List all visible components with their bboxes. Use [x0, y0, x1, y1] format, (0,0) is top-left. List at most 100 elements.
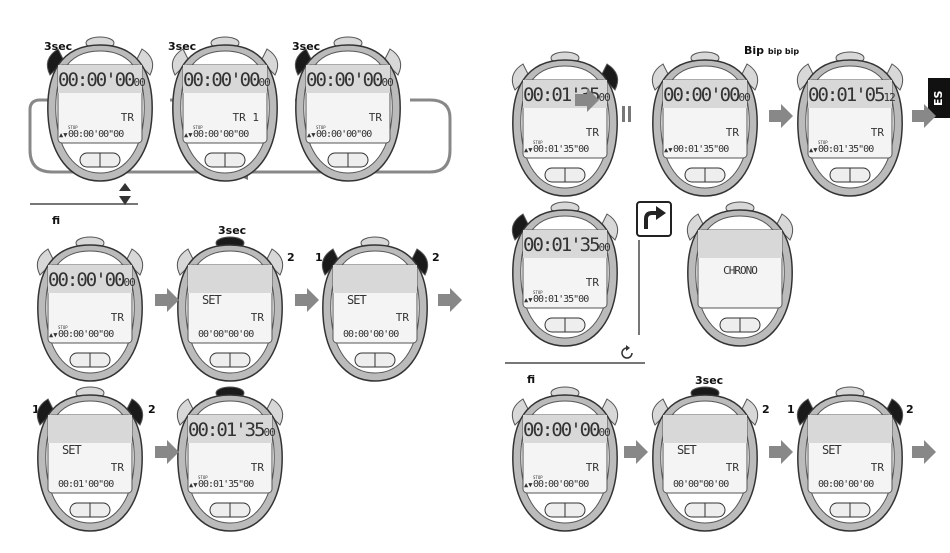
- target-time: 00:00'00"00: [316, 129, 372, 140]
- arrow-icon: ▲▼: [524, 296, 533, 304]
- set-label: SET: [677, 443, 697, 457]
- mode-label: TR 1: [232, 111, 260, 124]
- three-sec-label-5: 3sec: [695, 374, 724, 387]
- right-arrow-icon: [155, 288, 179, 312]
- three-sec-label-1: 3sec: [44, 40, 73, 53]
- set-label: SET: [347, 293, 367, 307]
- stop-label: STOP: [68, 125, 78, 130]
- three-sec-label-3: 3sec: [292, 40, 321, 53]
- chrono-label: CHRONO: [723, 264, 758, 277]
- mode-label: TR: [585, 276, 599, 289]
- main-time: 00:00'0000: [523, 419, 611, 441]
- set-label: SET: [62, 443, 82, 457]
- three-sec-label-2: 3sec: [168, 40, 197, 53]
- mode-label: TR: [110, 461, 124, 474]
- main-time: 00:00'0000: [183, 69, 271, 91]
- bip-label: Bip bip bip: [744, 44, 800, 57]
- target-time: 00'00"00'00: [673, 479, 729, 490]
- mode-label: TR: [725, 461, 739, 474]
- target-time: 00'00"00'00: [198, 329, 254, 340]
- btn-label-2d: 2: [762, 403, 770, 416]
- mode-label: TR: [250, 311, 264, 324]
- reset-icon: [621, 345, 633, 359]
- target-time: 00:01'35"00: [818, 144, 874, 155]
- arrow-icon: ▲▼: [524, 481, 533, 489]
- stop-label: STOP: [198, 475, 208, 480]
- right-arrow-icon: [575, 88, 599, 112]
- mode-label: TR: [120, 111, 134, 124]
- btn-label-1c: 1: [787, 403, 795, 416]
- mode-label: TR: [368, 111, 382, 124]
- target-time: 00:00'00'00: [818, 479, 874, 490]
- arrow-icon: ▲▼: [307, 131, 316, 139]
- stop-label: STOP: [193, 125, 203, 130]
- pause-icon: [622, 106, 636, 122]
- btn-label-1a: 1: [315, 251, 323, 264]
- lcd-screen: SET TR 00'00"00'00: [188, 265, 272, 343]
- arrow-icon: ▲▼: [524, 146, 533, 154]
- arrow-icon: ▲▼: [809, 146, 818, 154]
- mode-label: TR: [870, 461, 884, 474]
- mode-label: TR: [870, 126, 884, 139]
- stop-label: STOP: [533, 290, 543, 295]
- arrow-icon: ▲▼: [49, 331, 58, 339]
- right-arrow-icon: [438, 288, 462, 312]
- main-time: 00:00'0000: [48, 269, 136, 291]
- mode-label: TR: [585, 126, 599, 139]
- lcd-screen: SET TR 00:00'00'00: [333, 265, 417, 343]
- stop-label: STOP: [533, 475, 543, 480]
- mode-label: TR: [250, 461, 264, 474]
- arrow-icon: ▲▼: [189, 481, 198, 489]
- fi-label-1: fi: [52, 214, 61, 227]
- target-time: 00:00'00"00: [533, 479, 589, 490]
- stop-label: STOP: [818, 140, 828, 145]
- target-time: 00:01'35"00: [198, 479, 254, 490]
- mode-label: TR: [585, 461, 599, 474]
- main-time: 00:00'0000: [663, 84, 751, 106]
- lcd-screen: SET TR 00'00"00'00: [663, 415, 747, 493]
- fi-label-2: fi: [527, 373, 536, 386]
- right-arrow-icon: [155, 440, 179, 464]
- target-time: 00:01'35"00: [533, 294, 589, 305]
- right-arrow-icon: [295, 288, 319, 312]
- vertical-separator: [638, 240, 640, 335]
- mode-label: TR: [395, 311, 409, 324]
- turn-icon: [636, 201, 672, 237]
- watch-illustration: SET TR 00'00"00'00: [645, 385, 765, 535]
- target-time: 00:01'35"00: [533, 144, 589, 155]
- btn-label-2e: 2: [906, 403, 914, 416]
- set-label: SET: [202, 293, 222, 307]
- mode-label: TR: [110, 311, 124, 324]
- right-arrow-icon: [912, 104, 936, 128]
- target-time: 00:00'00'00: [343, 329, 399, 340]
- watch-illustration: SET TR 00:00'00'00: [315, 235, 435, 385]
- main-time: 00:01'0512: [808, 84, 896, 106]
- target-time: 00:00'00"00: [68, 129, 124, 140]
- arrow-icon: ▲▼: [184, 131, 193, 139]
- up-down-icon: [119, 183, 131, 205]
- main-time: 00:00'0000: [58, 69, 146, 91]
- main-time: 00:01'3500: [523, 234, 611, 256]
- main-time: 00:01'3500: [188, 419, 276, 441]
- stop-label: STOP: [533, 140, 543, 145]
